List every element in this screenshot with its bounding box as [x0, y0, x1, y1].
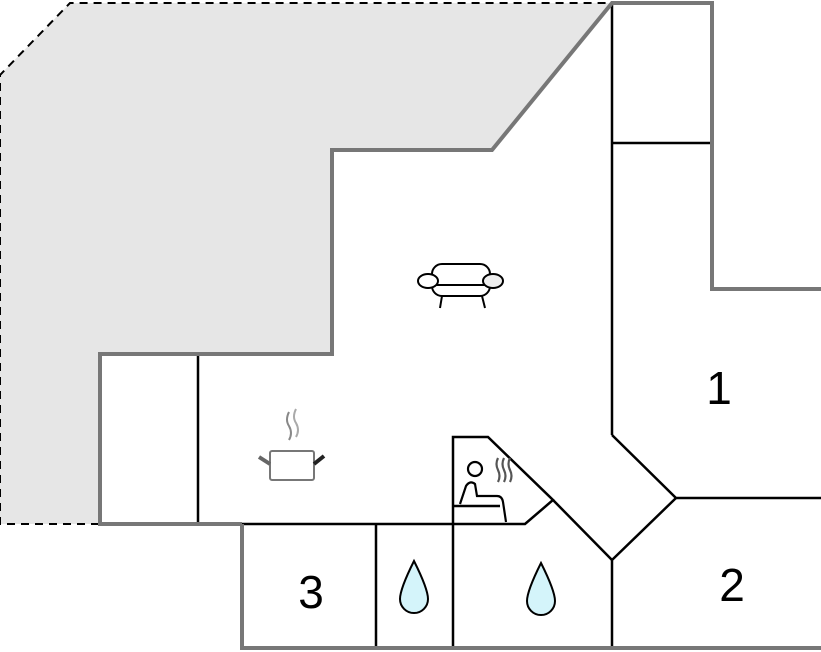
sofa-icon	[417, 263, 504, 309]
sauna-icon	[458, 457, 513, 523]
water-drop-icon	[398, 558, 430, 614]
terrace-dashed-outline	[0, 2, 612, 525]
water-drop-icon	[525, 560, 557, 616]
room-label-1: 1	[706, 362, 732, 414]
outer-walls	[98, 1, 821, 650]
terrace-area	[0, 3, 612, 524]
inner-walls	[196, 3, 821, 648]
room-label-3: 3	[298, 566, 324, 618]
room-label-2: 2	[719, 559, 745, 611]
cooking-pot-icon	[257, 408, 326, 481]
